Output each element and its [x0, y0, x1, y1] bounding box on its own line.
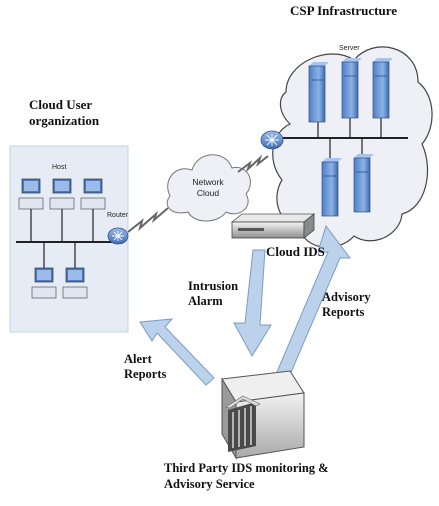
host-computer-icon — [18, 178, 44, 242]
wan-link-icon — [127, 207, 169, 233]
router-icon — [260, 130, 296, 150]
network-cloud-label-line1: Network — [192, 177, 224, 187]
network-cloud-label-line2: Cloud — [196, 188, 220, 198]
alert-reports-label-line2: Reports — [124, 367, 167, 381]
third-party-ids-label-line2: Advisory Service — [164, 477, 255, 491]
third-party-ids-server-icon — [221, 370, 305, 460]
cloud-user-label: Cloud User — [29, 97, 93, 112]
cloud-ids-label: Cloud IDS — [266, 244, 325, 259]
csp-infrastructure-label: CSP Infrastructure — [290, 3, 398, 18]
network-cloud-icon — [166, 154, 251, 222]
advisory-reports-label: Advisory — [322, 290, 371, 304]
advisory-reports-label-line2: Reports — [322, 305, 365, 319]
server-icon — [308, 62, 329, 123]
intrusion-alarm-arrow — [233, 249, 272, 357]
network-cloud-label: Network Cloud — [186, 177, 230, 199]
host-label: Host — [52, 164, 67, 171]
host-computer-icon — [49, 178, 75, 242]
wan-link-icon — [237, 154, 269, 173]
third-party-ids-label: Third Party IDS monitoring & — [164, 461, 329, 475]
server-icon — [372, 58, 393, 119]
alert-reports-label: Alert — [124, 352, 152, 366]
server-icon — [321, 158, 342, 217]
server-icon — [341, 58, 362, 119]
intrusion-alarm-label-line2: Alarm — [188, 294, 223, 308]
cloud-user-label-line2: organization — [29, 113, 100, 128]
host-computer-icon — [31, 242, 57, 299]
server-icon — [353, 154, 374, 213]
cloud-ids-appliance-icon — [230, 213, 316, 239]
host-computer-icon — [80, 178, 106, 242]
host-computer-icon — [62, 242, 88, 299]
router-label: Router — [107, 212, 129, 219]
alert-reports-arrow — [139, 318, 215, 386]
router-icon — [107, 227, 129, 245]
intrusion-alarm-label: Intrusion — [188, 279, 239, 293]
server-label: Server — [339, 45, 360, 52]
